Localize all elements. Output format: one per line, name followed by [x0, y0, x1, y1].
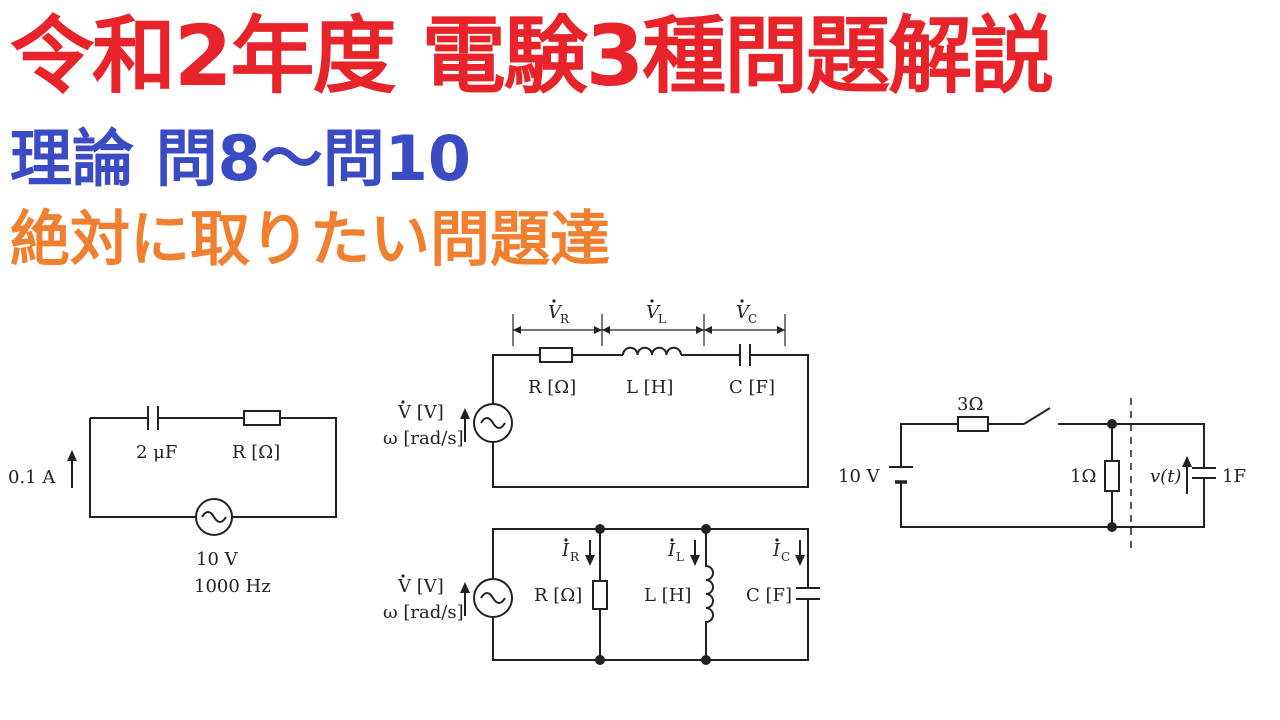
inductor-label: L [H] — [626, 377, 673, 398]
main-title: 令和2年度 電験3種問題解説 — [10, 7, 1054, 105]
il-label: I L — [667, 538, 684, 564]
tagline: 絶対に取りたい問題達 — [10, 205, 610, 275]
circuit-rc-series: 0.1 A 2 μF R [Ω] 10 V 1000 Hz — [8, 406, 337, 597]
svg-text:I: I — [772, 540, 781, 561]
capacitor-label: 1F — [1222, 466, 1246, 487]
svg-text:V: V — [736, 302, 751, 323]
ir-label: I R — [561, 538, 580, 564]
battery-label: 10 V — [838, 466, 881, 487]
vr-label: V R — [548, 299, 570, 326]
junction-dots — [1107, 419, 1117, 532]
source-omega-label: ω [rad/s] — [383, 428, 464, 449]
svg-text:V: V — [646, 302, 661, 323]
inductor-symbol — [622, 346, 682, 356]
vc-label: V C — [736, 299, 757, 326]
ic-label: I C — [772, 538, 790, 564]
subtitle: 理論 問8〜問10 — [10, 122, 472, 195]
svg-text:I: I — [667, 540, 676, 561]
junction-dots — [595, 524, 711, 665]
svg-text:C: C — [781, 550, 790, 564]
resistor-symbol — [1104, 460, 1120, 492]
svg-text:V: V — [548, 302, 563, 323]
phasor-dot — [401, 400, 405, 404]
capacitor-label: 2 μF — [136, 442, 177, 463]
svg-text:L: L — [658, 312, 666, 326]
circuit-rlc-series: V R V L V C R [Ω] L [H] C [F] V [V] ω [r… — [383, 299, 809, 488]
resistor-label: R [Ω] — [528, 377, 576, 398]
resistor-symbol — [539, 347, 573, 363]
capacitor-symbol — [1192, 467, 1216, 479]
capacitor-symbol — [739, 344, 751, 366]
source-voltage-label: V [V] — [397, 402, 444, 423]
resistor-symbol — [592, 580, 608, 610]
vl-label: V L — [646, 299, 666, 326]
phasor-dot — [401, 574, 405, 578]
svg-text:R: R — [560, 312, 570, 326]
ac-source-icon — [473, 403, 513, 443]
resistor-label: R [Ω] — [232, 442, 280, 463]
capacitor-label: C [F] — [746, 585, 792, 606]
resistor-label: R [Ω] — [534, 585, 582, 606]
svg-text:R: R — [570, 550, 580, 564]
svg-text:L: L — [676, 550, 684, 564]
inductor-label: L [H] — [644, 585, 691, 606]
resistor-symbol — [957, 416, 989, 432]
shunt-resistor-label: 1Ω — [1070, 466, 1096, 487]
ac-source-icon — [473, 578, 513, 618]
circuit-switched-rc: 3Ω 10 V 1Ω v(t) 1F — [838, 394, 1246, 552]
current-label: 0.1 A — [8, 467, 56, 488]
battery-icon — [889, 466, 913, 484]
source-frequency-label: 1000 Hz — [194, 576, 271, 597]
voltage-span-markers — [512, 314, 786, 346]
voltage-arrow — [460, 582, 470, 616]
voltage-arrow — [460, 408, 470, 442]
series-resistor-label: 3Ω — [957, 394, 983, 415]
current-arrow — [67, 450, 77, 488]
source-voltage-label: V [V] — [397, 576, 444, 597]
resistor-symbol — [243, 410, 281, 426]
voltage-arrow — [1182, 456, 1192, 494]
svg-text:I: I — [561, 540, 570, 561]
switch-icon — [1023, 407, 1051, 425]
ac-source-icon — [195, 498, 233, 536]
capacitor-symbol — [796, 587, 820, 600]
capacitor-voltage-label: v(t) — [1150, 466, 1181, 487]
inductor-symbol — [705, 529, 714, 660]
capacitor-symbol — [147, 406, 159, 430]
source-voltage-label: 10 V — [196, 549, 239, 570]
source-omega-label: ω [rad/s] — [383, 602, 464, 623]
capacitor-label: C [F] — [729, 377, 775, 398]
circuit-rlc-parallel: I R I L I C R [Ω] L [H] C [F] V [V] ω [r… — [383, 524, 820, 665]
svg-text:C: C — [748, 312, 757, 326]
current-arrows — [585, 540, 805, 566]
